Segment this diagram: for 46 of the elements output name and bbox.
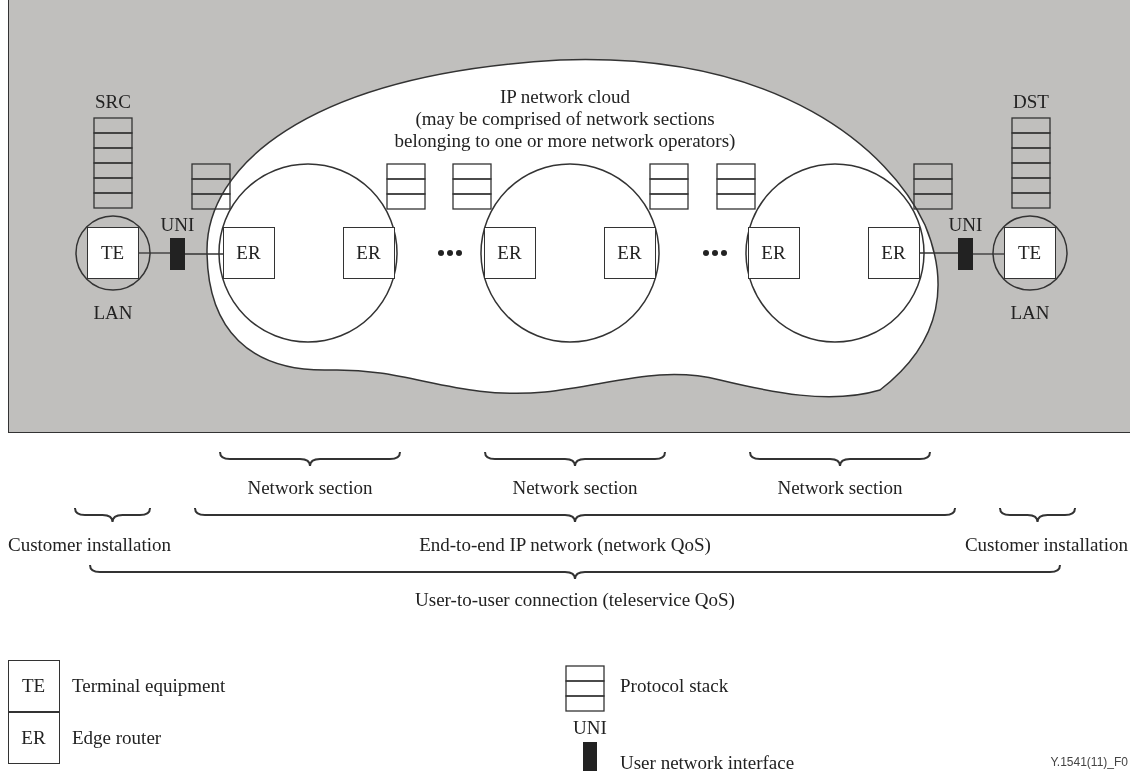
box-label: ER	[356, 241, 381, 264]
bracket-label: End-to-end IP network (network QoS)	[419, 534, 711, 556]
lan-label: LAN	[93, 302, 133, 324]
interface-label: UNI	[160, 214, 195, 236]
router-box	[484, 227, 536, 279]
router-box	[223, 227, 275, 279]
router-box	[343, 227, 395, 279]
bracket-label: User-to-user connection (teleservice QoS)	[415, 589, 735, 611]
legend-sample-label: UNI	[573, 717, 607, 739]
bracket-label: Customer installation	[8, 534, 172, 556]
bracket-label: Network section	[247, 477, 373, 499]
router-box	[1004, 227, 1056, 279]
box-label: ER	[881, 241, 906, 264]
box-label: ER	[497, 241, 522, 264]
cloud-title: IP network cloud	[499, 86, 631, 108]
router-box	[748, 227, 800, 279]
router-box	[604, 227, 656, 279]
box-label: TE	[100, 241, 125, 264]
legend-text: User network interface	[620, 752, 795, 771]
router-box	[87, 227, 139, 279]
network-section-circle	[745, 163, 925, 343]
legend-text: Protocol stack	[620, 675, 729, 697]
figure-id: Y.1541(11)_F0	[1050, 754, 1128, 771]
connector-line	[138, 252, 171, 254]
bracket-label: Network section	[512, 477, 638, 499]
legend-text: Edge router	[72, 727, 162, 749]
legend-text: Terminal equipment	[72, 675, 226, 697]
cloud-description: (may be comprised of network sections belonging to one or more network operators)	[393, 108, 737, 152]
endpoint-label: DST	[1013, 91, 1049, 113]
box-label: ER	[761, 241, 786, 264]
bracket-label: Customer installation	[964, 534, 1128, 556]
box-label: ER	[236, 241, 261, 264]
bracket-label: Network section	[777, 477, 903, 499]
connector-line	[972, 253, 1005, 255]
legend-sample-label: TE	[21, 674, 46, 697]
lan-label: LAN	[1010, 302, 1050, 324]
box-label: ER	[617, 241, 642, 264]
connector-line	[919, 252, 959, 254]
interface-label: UNI	[948, 214, 983, 236]
network-section-circle	[480, 163, 660, 343]
network-section-circle	[218, 163, 398, 343]
connector-line	[184, 253, 224, 255]
router-box	[868, 227, 920, 279]
endpoint-label: SRC	[95, 91, 131, 113]
box-label: TE	[1017, 241, 1042, 264]
legend-sample-label: ER	[21, 726, 46, 749]
